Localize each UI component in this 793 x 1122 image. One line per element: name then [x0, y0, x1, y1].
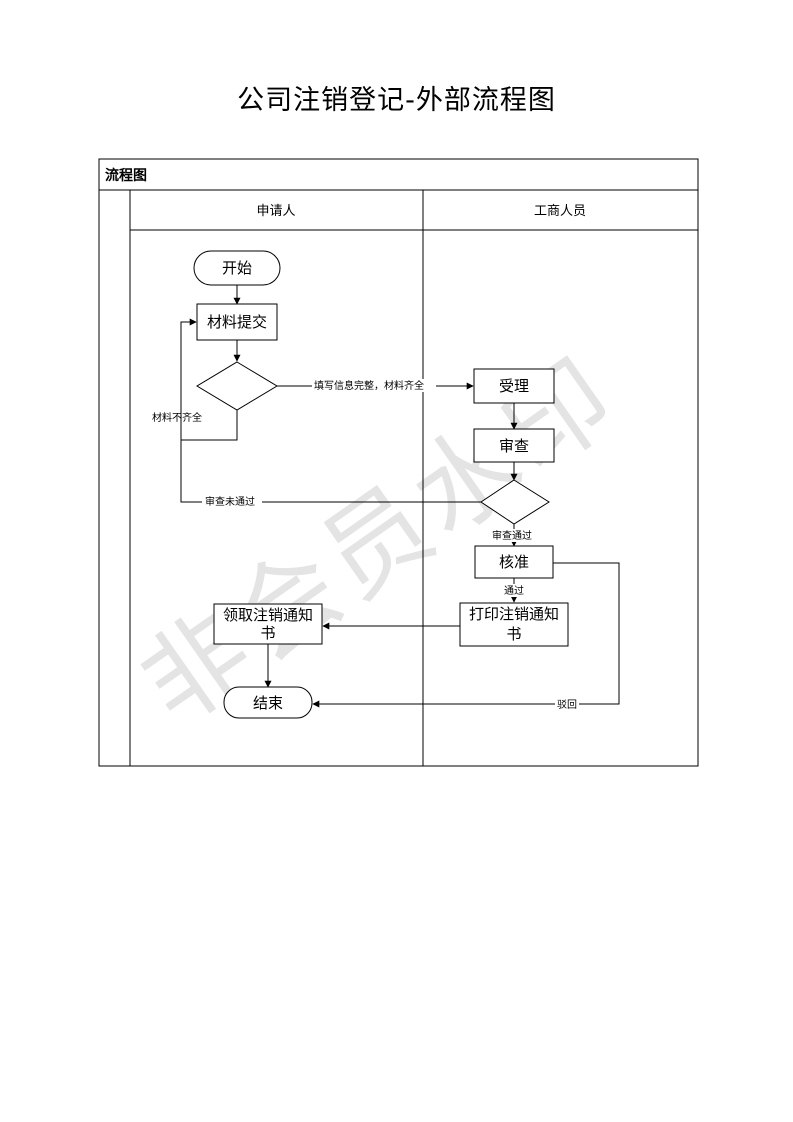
- lane-header-applicant: 申请人: [256, 204, 295, 219]
- accept-label: 受理: [499, 377, 529, 395]
- submit-label: 材料提交: [207, 313, 267, 331]
- end-node: [223, 686, 313, 719]
- edge-label-reject: 驳回: [557, 699, 577, 711]
- print-notice-label-line1: 打印注销通知: [469, 605, 559, 623]
- print-notice-label-line2: 书: [506, 625, 521, 643]
- frame-header: 流程图: [105, 167, 147, 184]
- page-title: 公司注销登记-外部流程图: [237, 85, 556, 116]
- connectors: [180, 285, 620, 708]
- check-decision-node: [196, 361, 278, 411]
- nodes: [193, 250, 569, 719]
- edge-label-incomplete: 材料不齐全: [152, 411, 202, 424]
- receive-notice-label-line1: 领取注销通知: [223, 606, 313, 624]
- end-label: 结束: [253, 694, 283, 712]
- edge-review-fail: [180, 440, 481, 503]
- edge-label-complete: 填写信息完整，材料齐全: [314, 379, 424, 392]
- edge-label-bg: [312, 379, 436, 392]
- edge-label-bg: [202, 495, 262, 508]
- start-node: [193, 250, 281, 286]
- edge-label-bg: [555, 698, 579, 711]
- watermark: 非会员水印: [119, 333, 640, 748]
- edge-label-approve-pass: 通过: [504, 584, 524, 597]
- receive-notice-node: [213, 603, 323, 645]
- edge-label-bg: [490, 529, 540, 542]
- edge-label-review-pass: 审查通过: [492, 529, 532, 542]
- edge-label-review-fail: 审查未通过: [205, 495, 255, 508]
- print-notice-node: [459, 602, 569, 647]
- review-label: 审查: [499, 437, 529, 455]
- watermark-text: 非会员水印: [119, 333, 640, 748]
- receive-notice-label-line2: 书: [260, 624, 275, 642]
- approve-label: 核准: [499, 553, 529, 571]
- swimlane-frame: [98, 158, 699, 767]
- approve-node: [474, 545, 554, 579]
- review-decision-node: [480, 479, 550, 525]
- edge-label-bg: [502, 584, 526, 597]
- review-node: [473, 428, 555, 463]
- submit-node: [196, 303, 278, 341]
- edge-reject: [312, 562, 620, 708]
- frame-border: [98, 158, 699, 767]
- lane-header-staff: 工商人员: [534, 204, 586, 219]
- edge-labels: 填写信息完整，材料齐全 材料不齐全 审查未通过 审查通过 通过 驳回: [152, 379, 579, 711]
- start-label: 开始: [222, 259, 252, 277]
- accept-node: [473, 368, 555, 404]
